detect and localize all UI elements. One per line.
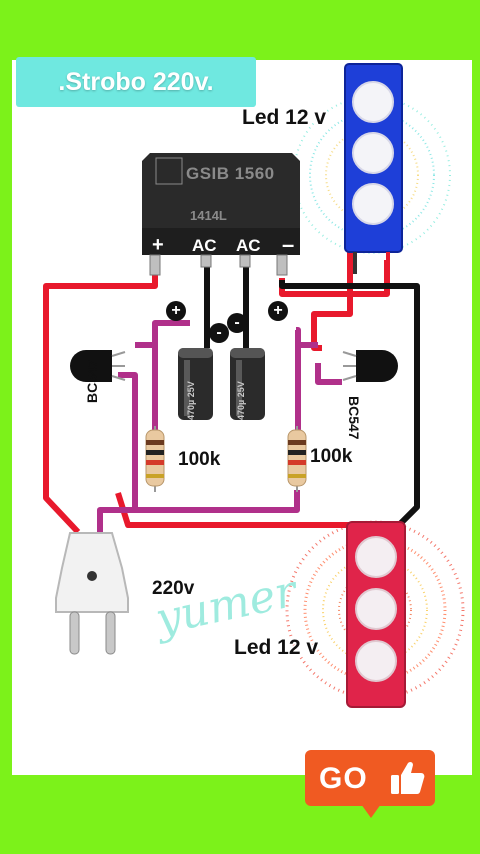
resistor-2 bbox=[287, 426, 307, 492]
power-plug bbox=[55, 532, 129, 655]
bridge-pin-minus: – bbox=[282, 232, 295, 257]
plug-voltage-label: 220v bbox=[152, 578, 195, 599]
led-strip-bottom bbox=[346, 521, 406, 708]
bridge-pin-ac-1: AC bbox=[192, 236, 217, 255]
led-bottom-label: Led 12 v bbox=[234, 636, 319, 659]
transistor-2-label: BC547 bbox=[346, 396, 362, 440]
capacitor-1 bbox=[178, 348, 213, 420]
bridge-code-label: 1414L bbox=[190, 208, 227, 223]
purple-wires bbox=[97, 320, 342, 535]
led-top-label: Led 12 v bbox=[242, 106, 327, 129]
red-wires bbox=[43, 252, 390, 535]
go-button-label: GO bbox=[319, 762, 368, 795]
bridge-rectifier bbox=[142, 153, 300, 276]
capacitor-1-minus-mark: - bbox=[209, 323, 229, 343]
bridge-brand-label: GSIB 1560 bbox=[186, 164, 275, 183]
page-title: .Strobo 220v. bbox=[58, 67, 214, 96]
capacitor-2-value: 470µ 25V bbox=[236, 381, 246, 420]
capacitor-2-plus-mark: + bbox=[268, 301, 288, 321]
bridge-pin-plus: + bbox=[152, 234, 164, 256]
capacitor-1-plus-mark: + bbox=[166, 301, 186, 321]
capacitor-2 bbox=[230, 348, 265, 420]
resistor-1-label: 100k bbox=[178, 449, 221, 470]
led-strip-top bbox=[344, 63, 403, 274]
go-like-button[interactable]: GO bbox=[305, 750, 435, 818]
capacitor-1-value: 470µ 25V bbox=[186, 381, 196, 420]
transistor-1 bbox=[70, 350, 126, 382]
thumbs-up-icon bbox=[391, 761, 425, 794]
capacitor-2-minus-mark: - bbox=[227, 313, 247, 333]
transistor-2 bbox=[342, 350, 398, 382]
go-button-pointer bbox=[361, 804, 381, 818]
bridge-pin-ac-2: AC bbox=[236, 236, 261, 255]
resistor-2-label: 100k bbox=[310, 446, 353, 467]
black-wires bbox=[204, 262, 420, 535]
resistor-1 bbox=[145, 426, 165, 492]
transistor-1-label: BC547 bbox=[84, 359, 100, 403]
title-banner: .Strobo 220v. bbox=[16, 57, 256, 107]
